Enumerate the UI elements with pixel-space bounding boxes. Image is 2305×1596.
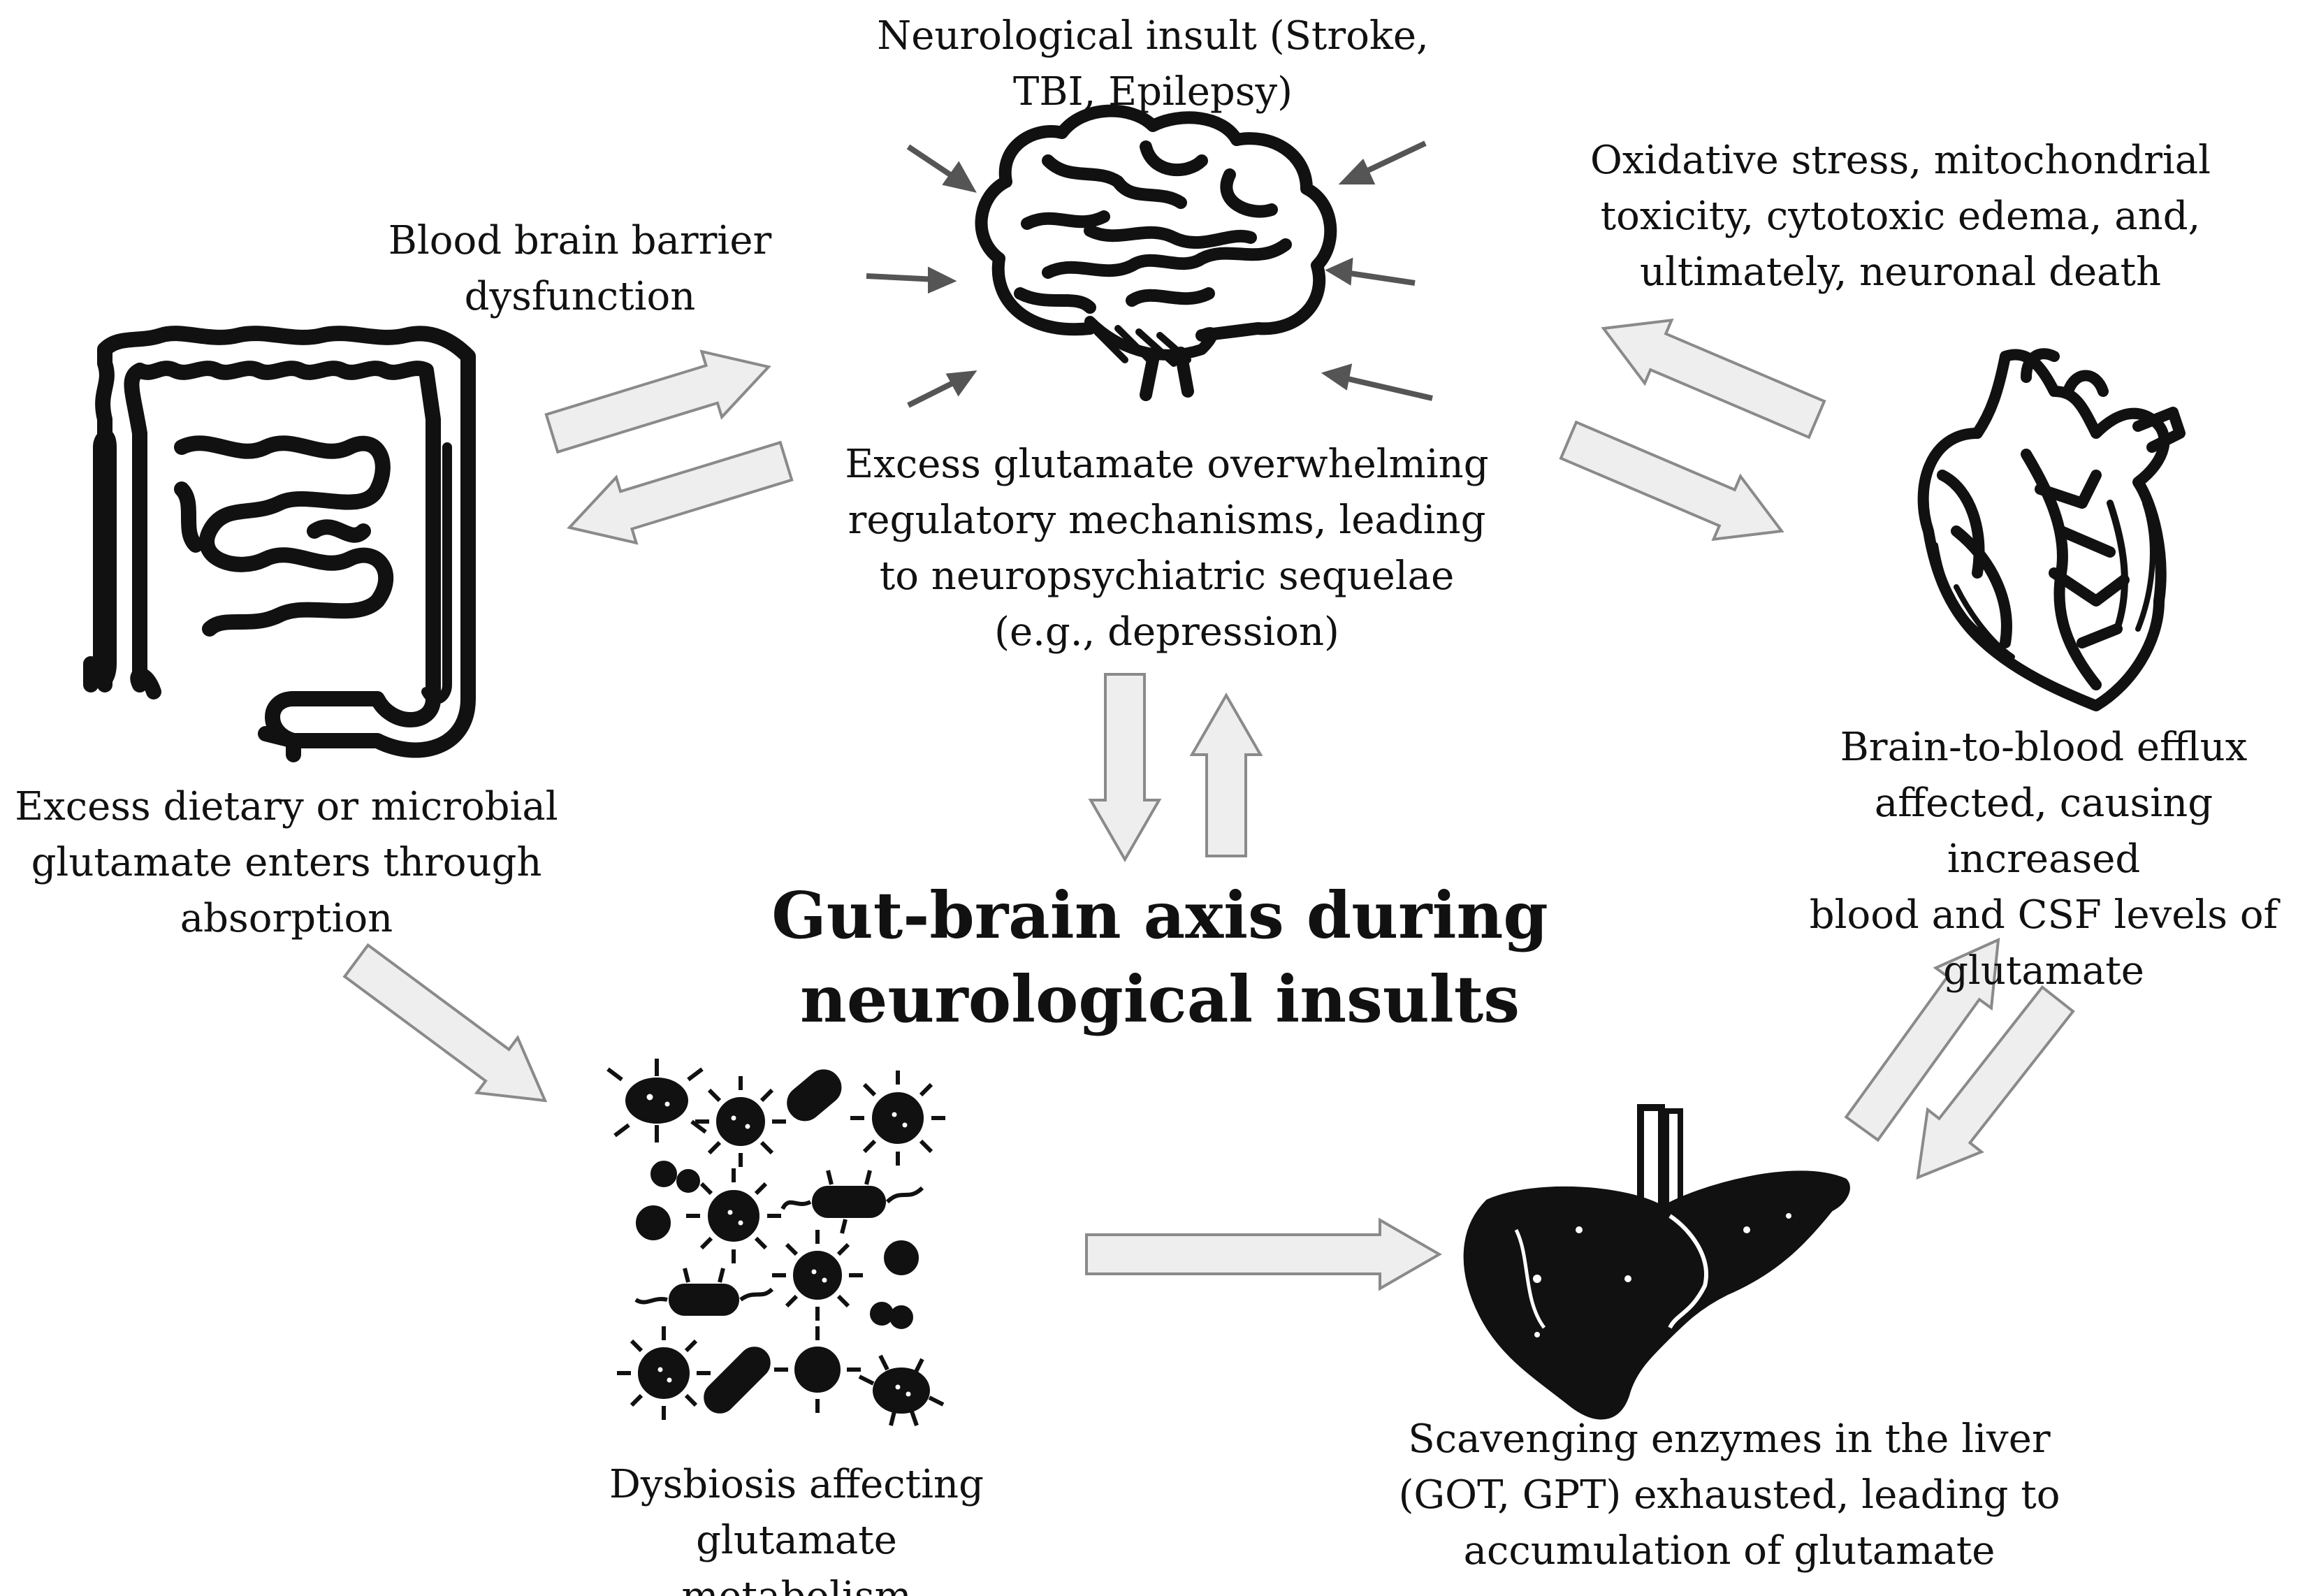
arrow-brain-to-gut	[567, 440, 794, 545]
intestine-icon	[83, 326, 476, 762]
liver-icon	[1463, 1104, 1850, 1420]
insult-arrows	[866, 140, 1433, 408]
excess-brain-label: Excess glutamate overwhelming regulatory…	[845, 442, 1489, 655]
arrow-gut-to-dysbiosis	[342, 943, 548, 1103]
heart-icon	[1917, 348, 2186, 711]
arrow-liver-to-efflux	[1844, 937, 2000, 1142]
arrow-brain-to-efflux	[1559, 420, 1784, 542]
brain-icon	[975, 104, 1337, 401]
bacteria-icon	[606, 1059, 945, 1426]
dysbiosis-label: Dysbiosis affecting glutamate metabolism	[609, 1462, 984, 1596]
arrow-efflux-to-brain	[1601, 318, 1826, 440]
arrow-gut-to-brain	[544, 349, 771, 454]
arrow-brain-up	[1189, 692, 1263, 857]
efflux-label: Brain-to-blood efflux affected, causing …	[1809, 725, 2278, 994]
oxidative-label: Oxidative stress, mitochondrial toxicity…	[1590, 138, 2211, 295]
insult-label: Neurological insult (Stroke, TBI, Epilep…	[877, 13, 1429, 115]
dietary-label: Excess dietary or microbial glutamate en…	[15, 784, 558, 941]
arrow-dysbiosis-to-liver	[1085, 1217, 1443, 1291]
arrow-brain-down	[1088, 673, 1162, 863]
liver-label: Scavenging enzymes in the liver (GOT, GP…	[1398, 1416, 2060, 1574]
diagram-title: Gut-brain axis during neurological insul…	[771, 878, 1548, 1037]
bbb-label: Blood brain barrier dysfunction	[388, 218, 772, 319]
arrow-efflux-to-liver	[1916, 985, 2075, 1180]
